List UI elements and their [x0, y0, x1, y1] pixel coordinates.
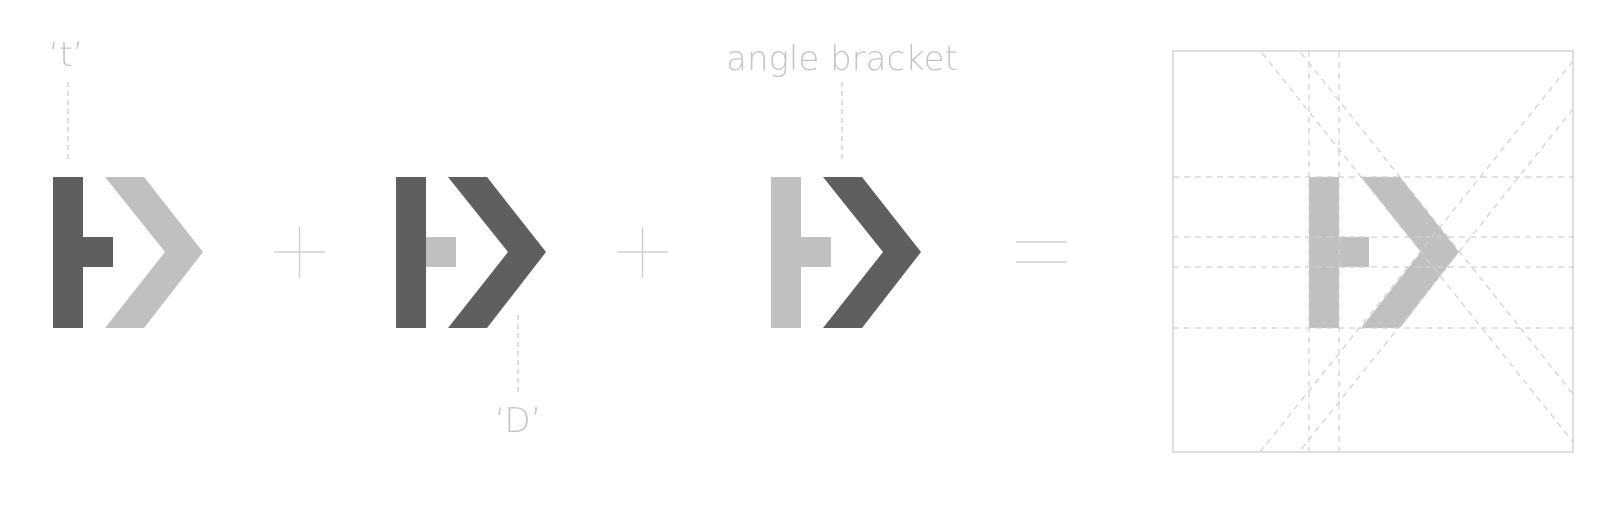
equals-operator: = [1016, 241, 1067, 263]
t-crossbar [426, 237, 456, 267]
final-logo-mark [1309, 177, 1459, 328]
panel-d-highlight: ‘D’ [396, 177, 546, 441]
panel-angle-bracket-highlight: angle bracket [726, 39, 958, 328]
d-stem [396, 177, 426, 328]
angle-bracket-shape [823, 177, 921, 328]
t-label: ‘t’ [49, 35, 84, 75]
bracket-shape [105, 177, 203, 328]
equals-operator-text: = [1040, 251, 1041, 253]
plus-operator-1: + [274, 227, 325, 278]
panel-t-highlight: ‘t’ [49, 35, 203, 328]
grid-frame [1172, 50, 1574, 453]
construction-grid-panel [1172, 50, 1574, 453]
d-label: ‘D’ [495, 401, 542, 441]
angle-bracket-label: angle bracket [726, 39, 958, 79]
t-shape-light [771, 177, 831, 328]
t-shape [53, 177, 113, 328]
d-bracket [448, 177, 546, 328]
guide-lines [1173, 51, 1574, 453]
plus-operator-2: + [617, 227, 668, 278]
